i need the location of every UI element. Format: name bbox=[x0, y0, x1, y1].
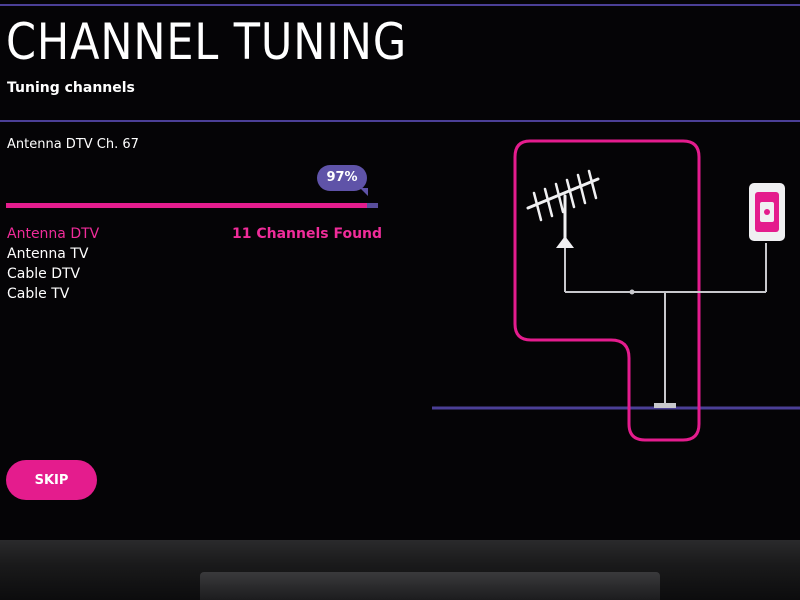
badge-tail bbox=[360, 188, 368, 196]
wall-outlet-icon bbox=[749, 183, 785, 241]
tv-stand bbox=[200, 572, 660, 600]
channels-found-count: 11 Channels Found bbox=[232, 226, 383, 242]
top-divider bbox=[0, 4, 800, 6]
antenna-icon bbox=[526, 169, 600, 248]
page-subtitle: Tuning channels bbox=[7, 80, 135, 96]
current-channel-label: Antenna DTV Ch. 67 bbox=[7, 137, 139, 152]
cable-lines bbox=[564, 243, 767, 408]
source-item-antenna-dtv: Antenna DTV bbox=[7, 226, 100, 242]
progress-percent-badge: 97% bbox=[317, 165, 368, 196]
tuning-progress-bar bbox=[6, 203, 378, 208]
page-title: CHANNEL TUNING bbox=[6, 13, 408, 71]
source-item-cable-dtv: Cable DTV bbox=[7, 266, 81, 282]
source-item-cable-tv: Cable TV bbox=[7, 286, 70, 302]
progress-percent-text: 97% bbox=[326, 170, 358, 185]
tv-screen: CHANNEL TUNING Tuning channels Antenna D… bbox=[0, 4, 800, 500]
skip-button[interactable]: SKIP bbox=[6, 460, 97, 500]
house-outline bbox=[513, 139, 701, 442]
connection-diagram bbox=[432, 139, 800, 442]
source-item-antenna-tv: Antenna TV bbox=[7, 246, 89, 262]
header-divider bbox=[0, 120, 800, 122]
tuning-source-list: Antenna DTV Antenna TV Cable DTV Cable T… bbox=[7, 224, 99, 304]
tuning-progress-fill bbox=[6, 203, 367, 208]
